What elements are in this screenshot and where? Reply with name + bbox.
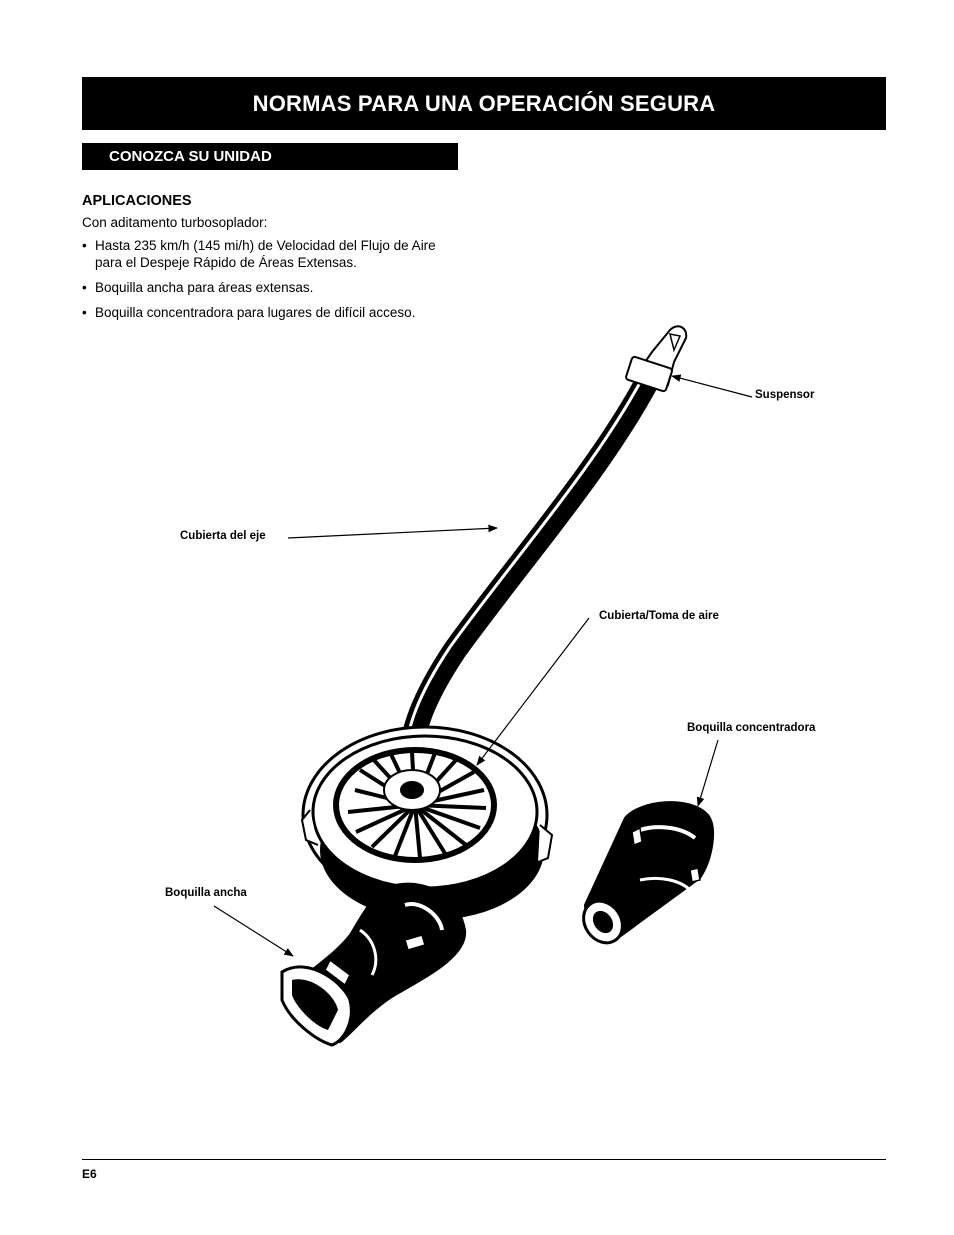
shaft-cover-leader [287,524,498,539]
bullet-icon: • [82,238,87,253]
applications-heading: APLICACIONES [82,193,192,209]
section-header: CONOZCA SU UNIDAD [82,143,458,170]
list-item-text: Boquilla ancha para áreas extensas. [95,280,314,295]
applications-intro: Con aditamento turbosoplador: [82,215,268,230]
footer-divider [82,1159,886,1160]
suspensor-label: Suspensor [755,389,815,401]
section-title: CONOZCA SU UNIDAD [109,148,272,165]
wide-nozzle-illustration [280,882,467,1047]
blower-housing-illustration [300,725,554,920]
list-item: • Boquilla concentradora para lugares de … [82,304,462,321]
page-title: NORMAS PARA UNA OPERACIÓN SEGURA [252,90,716,116]
concentrator-nozzle-label: Boquilla concentradora [687,722,816,734]
bullet-icon: • [82,280,87,295]
air-intake-label: Cubierta/Toma de aire [599,610,719,622]
list-item-text: Boquilla concentradora para lugares de d… [95,305,416,320]
air-intake-leader [476,617,590,766]
concentrator-nozzle-illustration [582,801,715,945]
shaft-illustration [396,325,688,787]
list-item: • Boquilla ancha para áreas extensas. [82,279,462,296]
concentrator-leader [696,739,719,807]
page-title-bar: NORMAS PARA UNA OPERACIÓN SEGURA [82,77,886,130]
list-item: • Hasta 235 km/h (145 mi/h) de Velocidad … [82,237,462,271]
list-item-text: Hasta 235 km/h (145 mi/h) de Velocidad d… [95,238,436,270]
page-number: E6 [82,1167,97,1181]
wide-nozzle-label: Boquilla ancha [165,887,247,899]
suspensor-leader [671,374,753,398]
shaft-cover-label: Cubierta del eje [180,530,266,542]
wide-nozzle-leader [213,905,294,957]
applications-list: • Hasta 235 km/h (145 mi/h) de Velocidad … [82,237,462,329]
bullet-icon: • [82,305,87,320]
